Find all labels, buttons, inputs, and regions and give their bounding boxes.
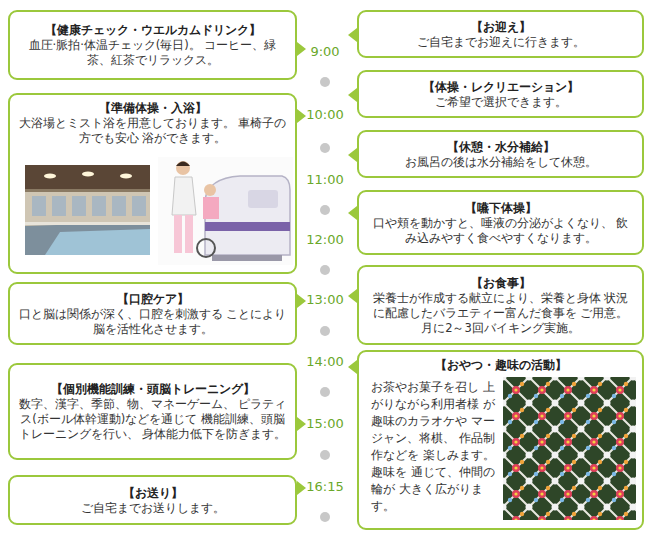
schedule-box: 【おやつ・趣味の活動】お茶やお菓子を召し 上がりながら利用者様 が趣味のカラオケ…: [357, 350, 644, 530]
time-label: 12:00: [300, 231, 350, 249]
box-heading: 【口腔ケア】: [18, 291, 287, 307]
box-body: 数字、漢字、季節、物、マネーゲーム、 ピラティス(ボール体幹運動)などを通じて …: [18, 397, 287, 442]
time-label: 16:15: [300, 478, 350, 496]
box-heading: 【嚥下体操】: [367, 200, 634, 216]
box-heading: 【お食事】: [367, 275, 634, 291]
box-body: 栄養士が作成する献立により、栄養と身体 状況に配慮したバラエティー富んだ食事を …: [367, 291, 634, 336]
schedule-box: 【お食事】栄養士が作成する献立により、栄養と身体 状況に配慮したバラエティー富ん…: [357, 265, 644, 345]
box-body: お風呂の後は水分補給をして休憩。: [367, 155, 634, 170]
box-body: 口と脳は関係が深く、口腔を刺激する ことにより脳を活性化させます。: [18, 307, 287, 337]
box-pointer: [348, 88, 357, 102]
schedule-box: 【健康チェック・ウエルカムドリンク】血圧·脈拍·体温チェック(毎日)。 コーヒー…: [8, 10, 297, 80]
schedule-box: 【口腔ケア】口と脳は関係が深く、口腔を刺激する ことにより脳を活性化させます。: [8, 282, 297, 345]
box-pointer: [348, 289, 357, 303]
time-label: 15:00: [300, 415, 350, 433]
schedule-box: 【休憩・水分補給】お風呂の後は水分補給をして休憩。: [357, 130, 644, 178]
box-body: お茶やお菓子を召し 上がりながら利用者様 が趣味のカラオケや マージャン、将棋、…: [371, 379, 505, 515]
box-pointer: [297, 42, 306, 56]
schedule-box: 【嚥下体操】口や頬を動かすと、唾液の分泌がよくなり、 飲み込みやすく食べやすくな…: [357, 190, 644, 255]
time-label: 9:00: [300, 43, 350, 61]
box-heading: 【体操・レクリエーション】: [367, 79, 634, 95]
box-body: ご希望で選択できます。: [367, 95, 634, 110]
schedule-box: 【個別機能訓練・頭脳トレーニング】数字、漢字、季節、物、マネーゲーム、 ピラティ…: [8, 363, 297, 460]
schedule-box: 【体操・レクリエーション】ご希望で選択できます。: [357, 70, 644, 118]
box-heading: 【健康チェック・ウエルカムドリンク】: [18, 22, 287, 38]
schedule-box: 【準備体操・入浴】大浴場とミスト浴を用意しております。 車椅子の方でも安心 浴が…: [8, 93, 297, 274]
box-body: 大浴場とミスト浴を用意しております。 車椅子の方でも安心 浴ができます。: [18, 116, 287, 146]
box-pointer: [348, 360, 357, 374]
box-pointer: [297, 481, 306, 495]
craft-wall-photo: [503, 377, 636, 520]
box-heading: 【個別機能訓練・頭脳トレーニング】: [18, 381, 287, 397]
box-pointer: [348, 206, 357, 220]
box-heading: 【休憩・水分補給】: [367, 139, 634, 155]
time-label: 13:00: [300, 291, 350, 309]
box-heading: 【お迎え】: [367, 19, 634, 35]
box-pointer: [297, 417, 306, 431]
time-label: 10:00: [300, 106, 350, 124]
box-pointer: [297, 109, 306, 123]
box-body: 口や頬を動かすと、唾液の分泌がよくなり、 飲み込みやすく食べやすくなります。: [367, 216, 634, 246]
box-heading: 【おやつ・趣味の活動】: [367, 357, 634, 373]
mist-bath-photo: [158, 157, 293, 265]
time-label: 14:00: [300, 353, 350, 371]
box-pointer: [297, 294, 306, 308]
box-heading: 【準備体操・入浴】: [18, 100, 287, 116]
box-body: ご自宅までお送りします。: [18, 501, 287, 516]
box-heading: 【お送り】: [18, 485, 287, 501]
box-body: ご自宅までお迎えに行きます。: [367, 35, 634, 50]
time-label: 11:00: [300, 171, 350, 189]
schedule-box: 【お迎え】ご自宅までお迎えに行きます。: [357, 10, 644, 58]
box-pointer: [348, 148, 357, 162]
box-pointer: [348, 28, 357, 42]
schedule-box: 【お送り】ご自宅までお送りします。: [8, 475, 297, 525]
box-body: 血圧·脈拍·体温チェック(毎日)。 コーヒー、緑茶、紅茶でリラックス。: [18, 38, 287, 68]
bathroom-photo: [25, 165, 150, 255]
